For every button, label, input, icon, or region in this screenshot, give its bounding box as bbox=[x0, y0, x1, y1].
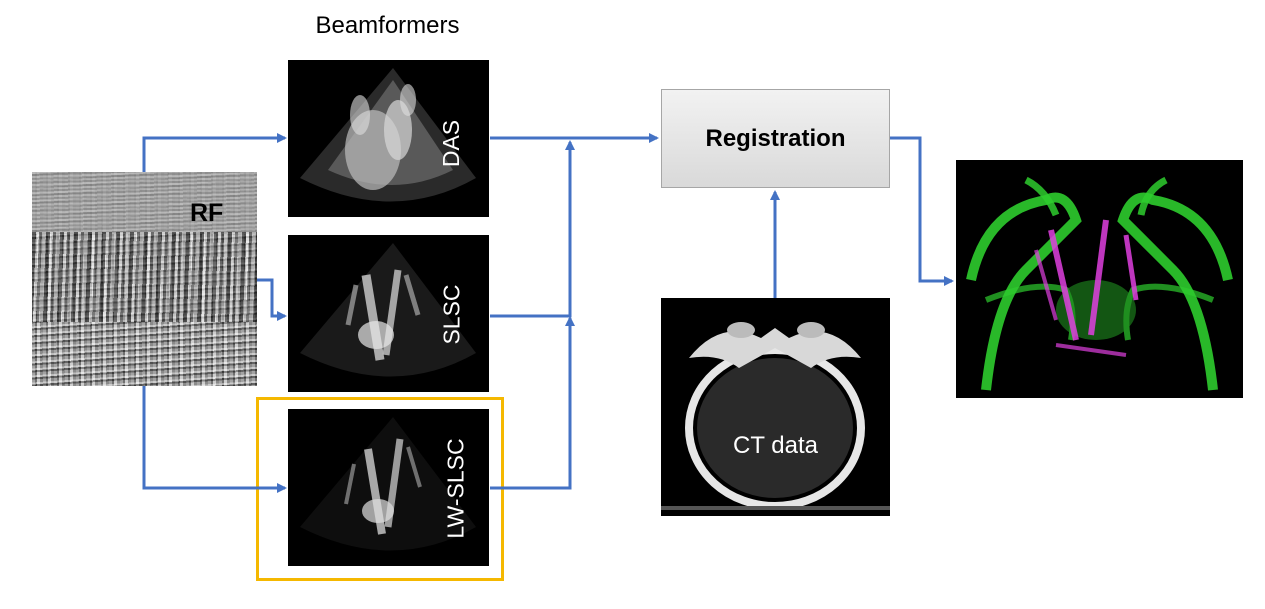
ct-skull-image bbox=[661, 322, 890, 510]
ct-data-label: CT data bbox=[733, 432, 818, 459]
beamformers-title: Beamformers bbox=[315, 12, 460, 39]
arrow-slsc-to-registration bbox=[490, 140, 575, 318]
registration-box: Registration bbox=[661, 89, 890, 188]
arrow-registration-to-result bbox=[890, 136, 954, 286]
arrow-rf-to-lw-slsc bbox=[142, 386, 287, 493]
slsc-ultrasound-image bbox=[300, 243, 476, 377]
lw-slsc-ultrasound-image bbox=[300, 417, 476, 551]
ct-data-panel: CT data bbox=[661, 298, 890, 516]
arrow-lw-slsc-to-registration bbox=[490, 316, 575, 490]
arrow-rf-to-das bbox=[142, 133, 287, 172]
rf-label: RF bbox=[190, 199, 224, 227]
fused-result-panel bbox=[956, 160, 1243, 398]
slsc-image-panel: SLSC bbox=[288, 235, 489, 392]
das-image-panel: DAS bbox=[288, 60, 489, 217]
lw-slsc-image-panel: LW-SLSC bbox=[288, 409, 489, 566]
rf-data-panel: RF bbox=[32, 172, 257, 386]
das-ultrasound-image bbox=[300, 68, 476, 202]
fused-registration-image bbox=[966, 176, 1233, 391]
arrow-rf-to-slsc bbox=[257, 278, 287, 321]
